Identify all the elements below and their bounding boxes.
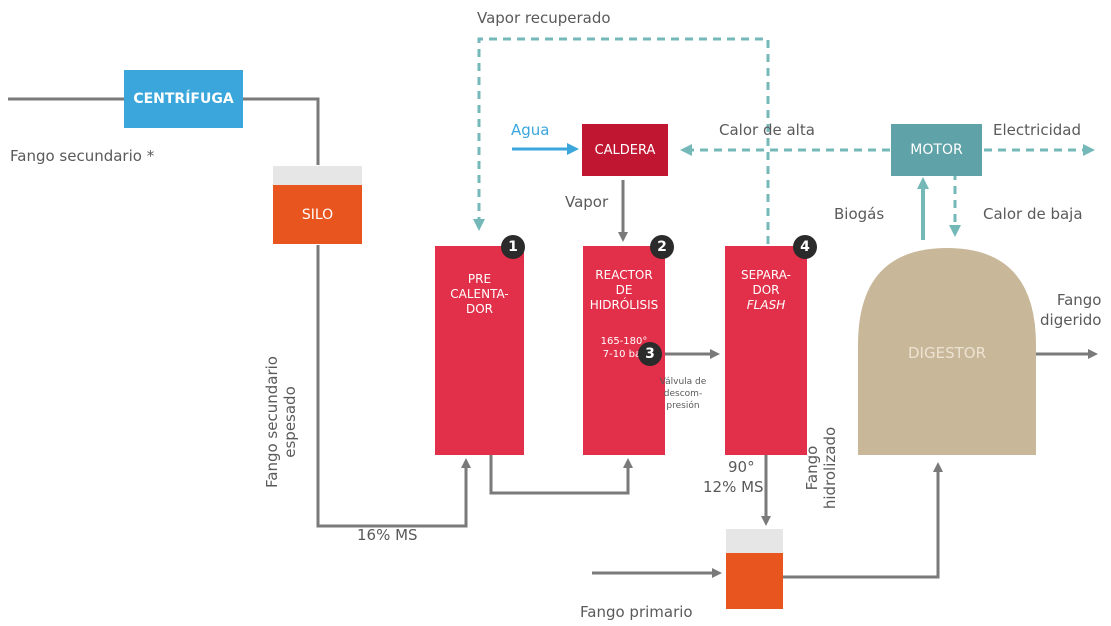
- silo-top: [273, 166, 362, 185]
- calor-alta-label: Calor de alta: [719, 121, 815, 139]
- fango-secundario-label: Fango secundario *: [10, 147, 155, 165]
- fango-primario-label: Fango primario: [580, 603, 693, 621]
- silo-label: SILO: [301, 206, 334, 223]
- precalentador-box: PRE CALENTA- DOR: [435, 246, 524, 455]
- line-precalentador-to-reactor: [489, 455, 633, 495]
- caldera-label: CALDERA: [594, 142, 656, 158]
- step-number-4: 4: [793, 235, 817, 259]
- line-centrifuga-to-silo: [243, 97, 320, 165]
- fango-digerido-label: Fango digerido: [1040, 290, 1101, 330]
- motor-label: MOTOR: [910, 142, 963, 158]
- tank-top: [726, 529, 783, 553]
- line-tank-to-digestor: [783, 462, 943, 579]
- valvula-line-3: presión: [666, 401, 700, 411]
- vapor-label: Vapor: [565, 193, 609, 211]
- digestor-label-wrap: DIGESTOR: [858, 335, 1036, 371]
- reactor-line-3: HIDRÓLISIS: [589, 298, 659, 312]
- vapor-recuperado-line: [473, 37, 770, 244]
- temp90-label: 90°: [728, 458, 755, 476]
- step-number-1: 1: [501, 235, 525, 259]
- reactor-temp: 165-180°: [600, 336, 648, 347]
- calor-baja-label: Calor de baja: [983, 205, 1083, 223]
- separador-line-3: FLASH: [746, 298, 786, 312]
- silo-box: SILO: [273, 166, 362, 244]
- valvula-label: Válvula de descom- presión: [658, 376, 708, 412]
- hydrolyzed-tank: [726, 529, 783, 609]
- separador-line-1: SEPARA-: [740, 268, 791, 282]
- biogas-label: Biogás: [834, 205, 885, 223]
- silo-body: SILO: [273, 185, 362, 244]
- fango-hidrolizado-line-1: Fango: [803, 445, 821, 491]
- centrifuga-box: CENTRÍFUGA: [124, 70, 243, 128]
- fango-hidrolizado-line-2: hidrolizado: [821, 426, 839, 510]
- agua-label: Agua: [511, 121, 550, 139]
- valvula-line-2: descom-: [663, 389, 703, 399]
- vapor-recuperado-label: Vapor recuperado: [477, 9, 611, 27]
- digestor-label: DIGESTOR: [908, 344, 986, 362]
- motor-box: MOTOR: [891, 124, 982, 176]
- precalentador-line-3: DOR: [465, 302, 494, 316]
- reactor-pressure: 7-10 bar: [602, 349, 646, 360]
- separador-box: SEPARA- DOR FLASH: [725, 246, 807, 455]
- fango-sec-espesado-label: Fango secundario espesado: [263, 347, 303, 497]
- reactor-line-2: DE: [615, 283, 633, 297]
- valvula-line-1: Válvula de: [659, 377, 707, 387]
- ms12-label: 12% MS: [703, 478, 764, 496]
- reactor-line-1: REACTOR: [595, 268, 653, 282]
- fango-digerido-line-2: digerido: [1040, 311, 1102, 329]
- tank-body: [726, 553, 783, 609]
- precalentador-line-2: CALENTA-: [450, 287, 509, 301]
- ms16-label: 16% MS: [357, 526, 418, 544]
- line-silo-to-precalentador: [316, 245, 471, 528]
- fango-sec-espesado-line-1: Fango secundario: [263, 356, 281, 488]
- electricidad-label: Electricidad: [993, 121, 1081, 139]
- step-number-3: 3: [638, 342, 662, 366]
- step-number-2: 2: [650, 235, 674, 259]
- fango-sec-espesado-line-2: espesado: [281, 386, 299, 458]
- caldera-box: CALDERA: [582, 124, 668, 176]
- centrifuga-label: CENTRÍFUGA: [133, 91, 234, 107]
- fango-digerido-line-1: Fango: [1056, 291, 1102, 309]
- precalentador-line-1: PRE: [467, 272, 492, 286]
- separador-line-2: DOR: [752, 283, 780, 297]
- digestor-shape: [858, 248, 1036, 455]
- fango-hidrolizado-label: Fango hidrolizado: [803, 418, 843, 518]
